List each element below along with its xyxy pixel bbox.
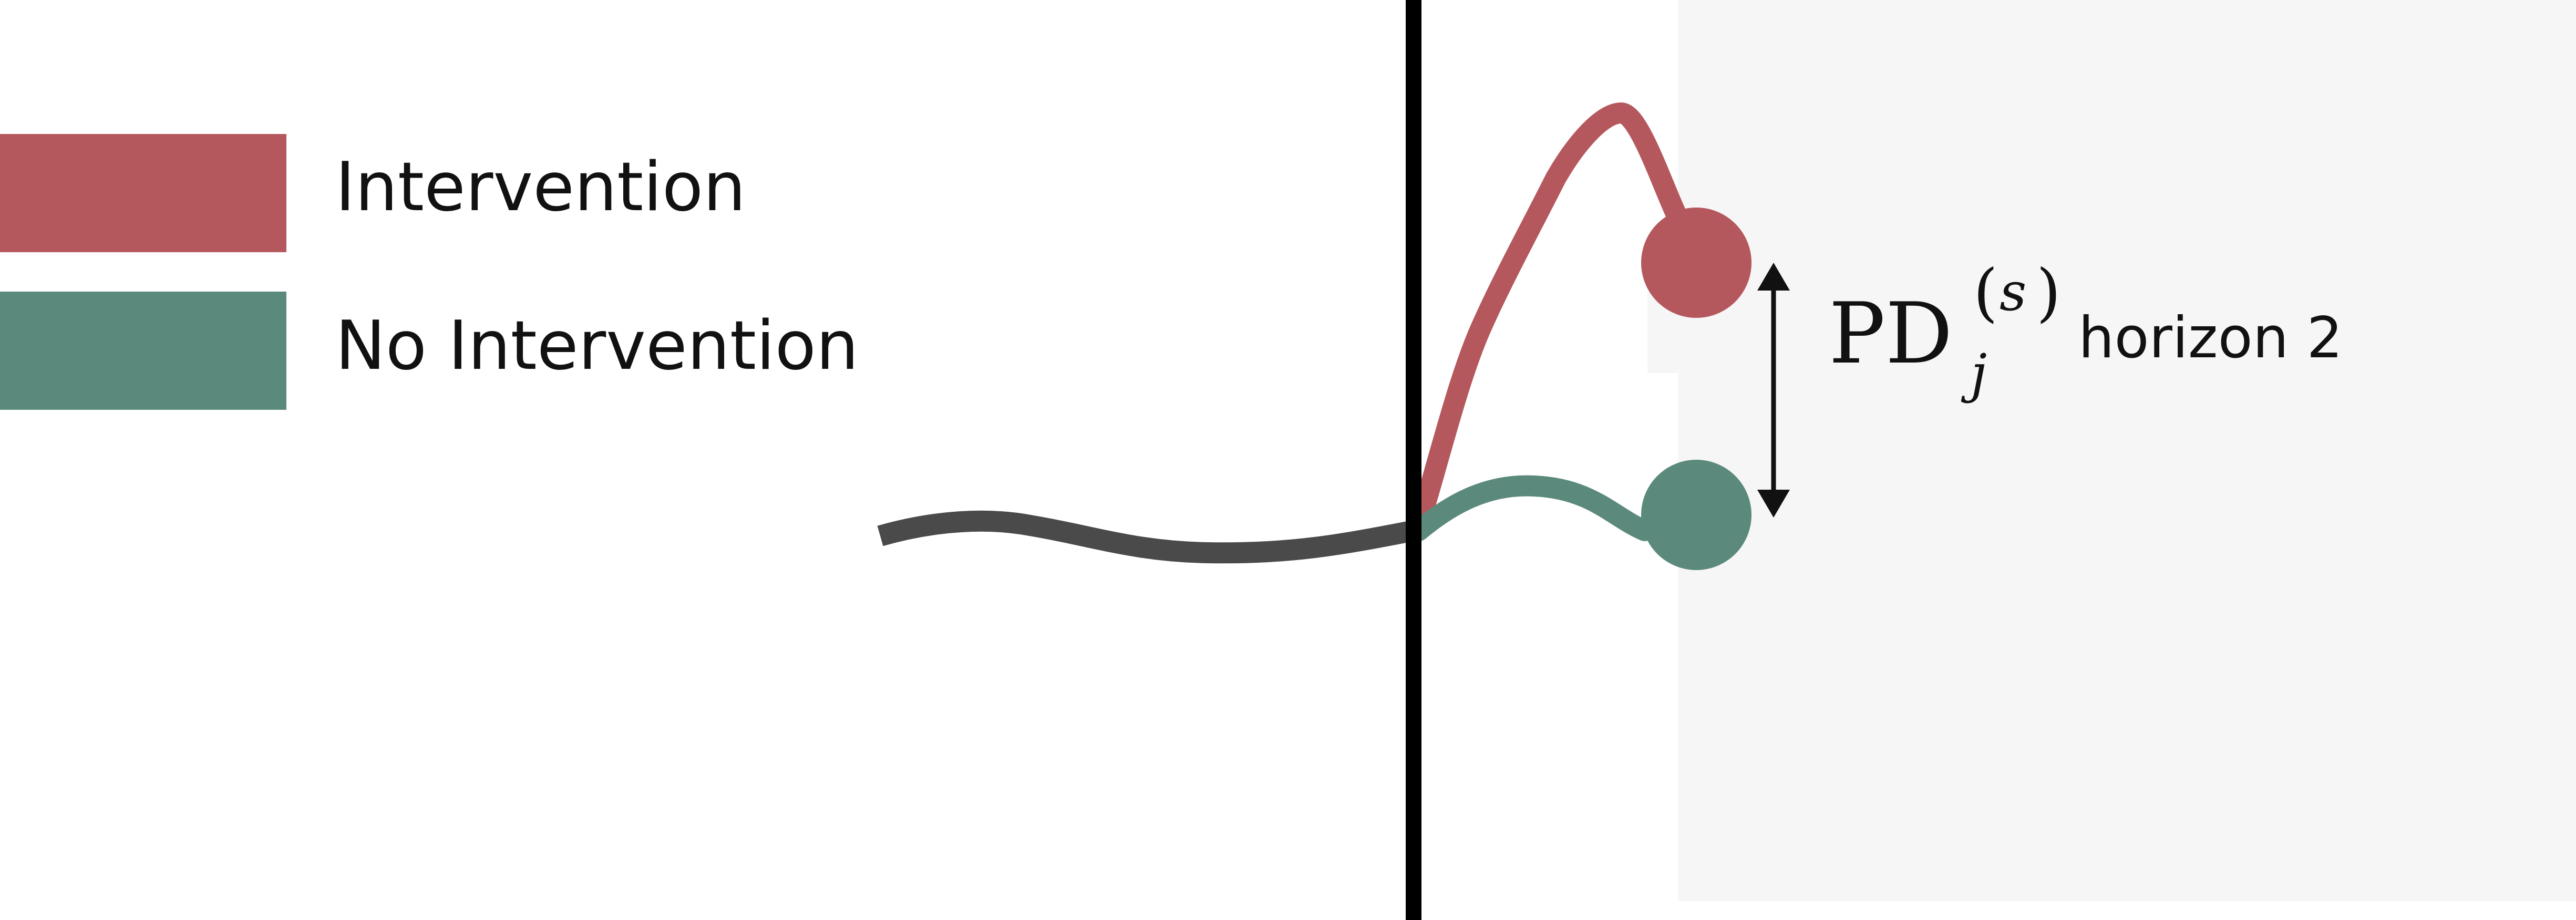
legend-swatch-intervention: [0, 134, 286, 252]
forecast-region: [1647, 0, 2576, 901]
intervention-endpoint: [1641, 208, 1751, 318]
pd-superscript: s: [2000, 261, 2026, 323]
legend: Intervention No Intervention: [0, 134, 859, 410]
pd-symbol: PD: [1829, 284, 1953, 383]
horizon-label: horizon 2: [2078, 305, 2343, 371]
pd-annotation: PD ( s ) j horizon 2: [1829, 256, 2343, 404]
legend-label-intervention: Intervention: [335, 148, 746, 226]
pd-superscript-close-paren: ): [2036, 256, 2061, 329]
legend-label-no-intervention: No Intervention: [335, 307, 859, 385]
no-intervention-line: [1408, 475, 1655, 541]
pd-superscript-open-paren: (: [1973, 256, 1998, 329]
history-line: [877, 510, 1416, 564]
legend-swatch-no-intervention: [0, 292, 286, 410]
no-intervention-endpoint: [1641, 460, 1751, 570]
difference-arrow: [1757, 263, 1790, 518]
intervention-line: [1408, 102, 1692, 536]
